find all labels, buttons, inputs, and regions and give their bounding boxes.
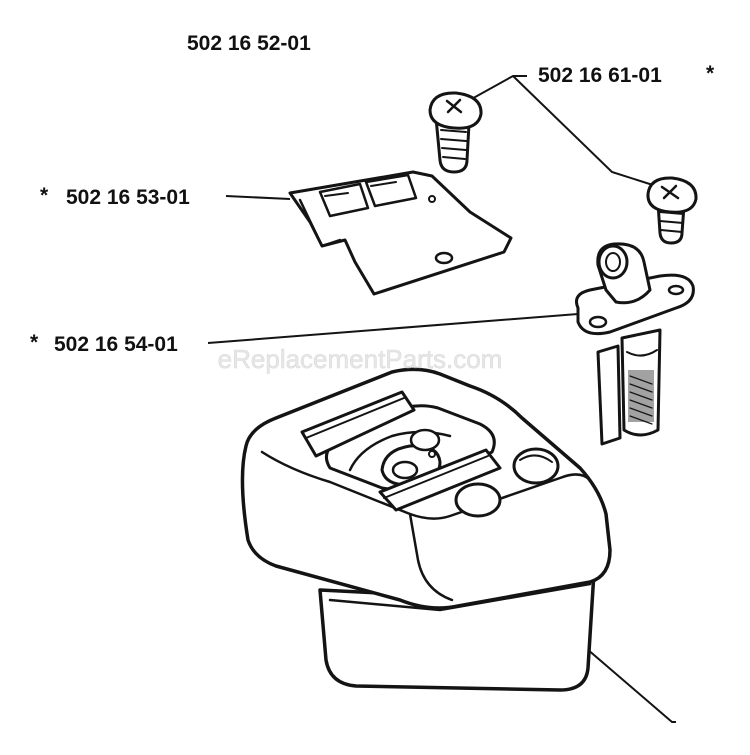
leader-cover-plate xyxy=(225,195,291,200)
muffler-body xyxy=(240,367,612,692)
outlet-tube xyxy=(575,242,695,446)
leader-outlet xyxy=(207,313,579,344)
screw-left xyxy=(428,91,483,174)
cover-plate xyxy=(288,170,513,296)
part-label-screw: 502 16 61-01 xyxy=(538,64,662,87)
part-label-top: 502 16 52-01 xyxy=(187,32,311,55)
part-label-cover-plate: 502 16 53-01 xyxy=(66,186,190,209)
part-label-outlet-star: * xyxy=(30,331,39,354)
part-label-outlet: 502 16 54-01 xyxy=(54,333,178,356)
part-label-cover-star: * xyxy=(40,184,49,207)
screw-right xyxy=(646,176,698,245)
watermark-text: eReplacementParts.com xyxy=(218,344,503,374)
leader-screw-right xyxy=(512,75,657,187)
part-label-screw-star: * xyxy=(706,62,715,85)
